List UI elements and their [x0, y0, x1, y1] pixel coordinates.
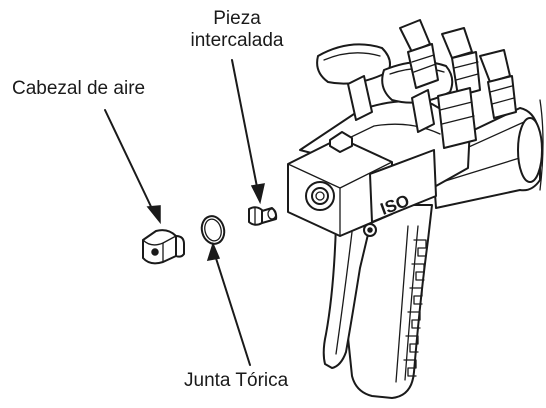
pieza-label: Pieza intercalada [172, 8, 302, 52]
junta-leader [213, 251, 251, 366]
cabezal-arrowhead [146, 205, 161, 225]
spray-gun-icon: ISO [287, 19, 544, 399]
hose-fittings [399, 19, 517, 149]
junta-arrowhead [206, 241, 221, 261]
grip-pattern [403, 239, 427, 377]
cabezal-label: Cabezal de aire [12, 78, 146, 99]
junta-label: Junta Tórica [184, 370, 289, 391]
o-ring-icon [200, 215, 226, 245]
leader-lines [104, 59, 265, 366]
pieza-arrowhead [250, 183, 265, 205]
pieza-leader [231, 59, 259, 193]
cabezal-leader [104, 109, 156, 216]
pieza-label-line1: Pieza [213, 8, 261, 29]
air-cap-icon [142, 229, 185, 265]
insert-piece-icon [248, 206, 278, 226]
pieza-label-line2: intercalada [190, 30, 284, 51]
